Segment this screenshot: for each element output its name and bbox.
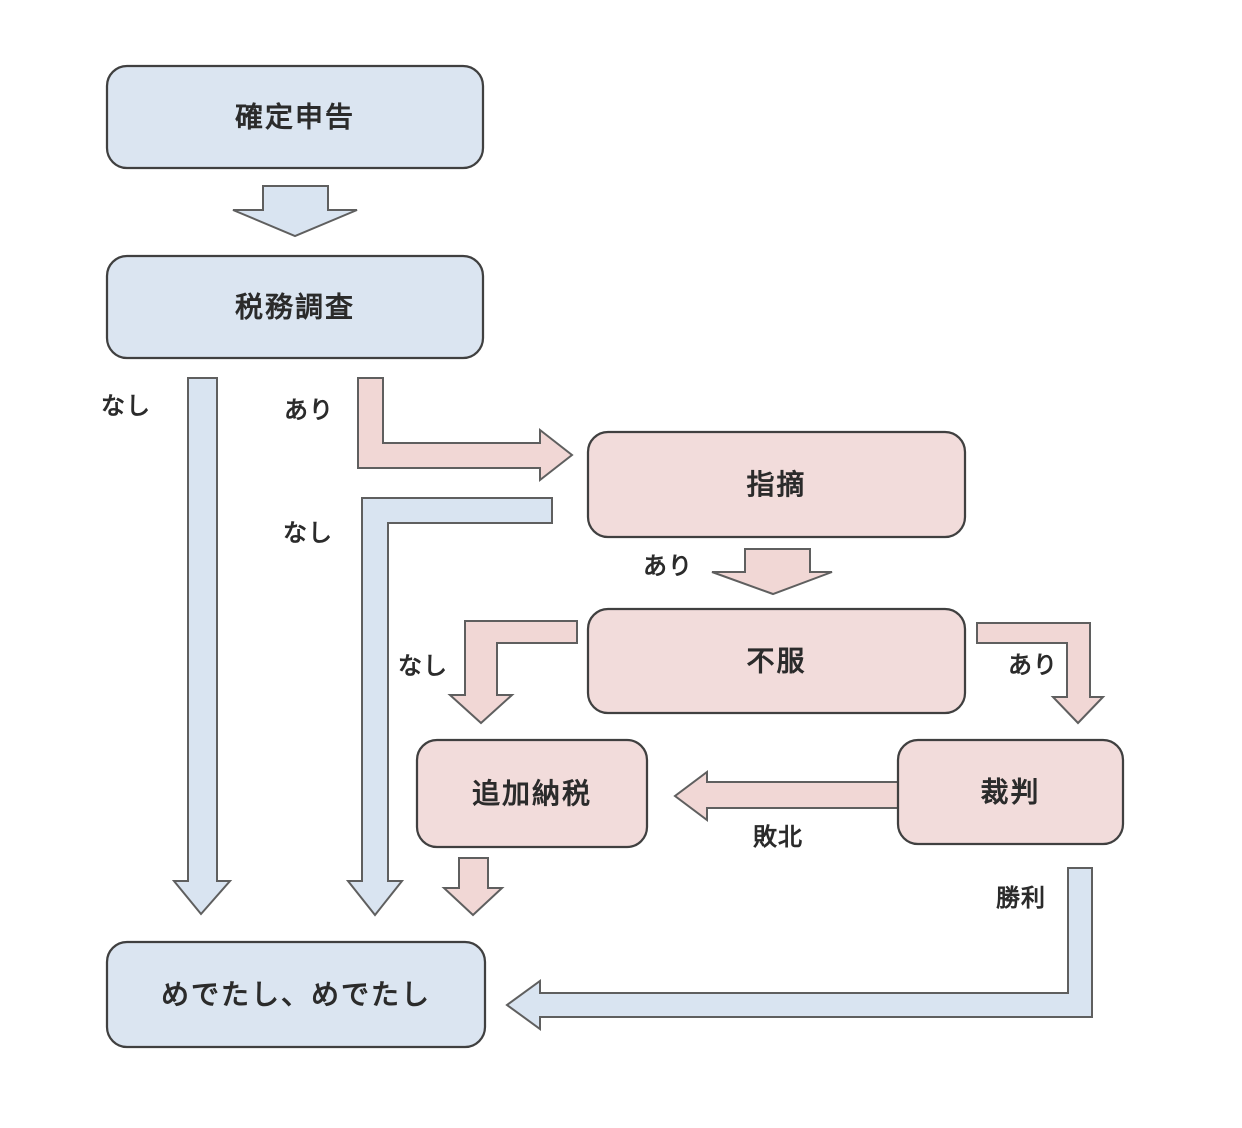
edge-label-nashi-2: なし: [283, 519, 333, 547]
edge-label-shouri: 勝利: [996, 884, 1046, 912]
arrow-saiban-haiboku-to-tsuika-nozei: [673, 770, 899, 822]
node-label-medetashi: めでたし、めでたし: [161, 978, 431, 1011]
node-label-saiban: 裁判: [980, 776, 1040, 809]
edge-label-haiboku: 敗北: [753, 823, 803, 851]
node-tax-audit: 税務調査: [105, 254, 485, 360]
node-box-tax-return: [105, 64, 485, 170]
node-box-saiban: [896, 738, 1125, 846]
node-box-shiteki: [586, 430, 967, 539]
node-tsuika-nozei: 追加納税: [415, 738, 649, 849]
edge-label-nashi-1: なし: [101, 392, 151, 420]
edge-label-ari-2: あり: [643, 552, 693, 580]
node-box-tsuika-nozei: [415, 738, 649, 849]
arrow-tax-audit-ari-to-shiteki: [357, 377, 574, 483]
node-label-tsuika-nozei: 追加納税: [472, 777, 592, 810]
node-label-tax-return: 確定申告: [235, 101, 355, 134]
node-medetashi: めでたし、めでたし: [105, 940, 487, 1049]
arrow-tsuika-nozei-to-medetashi: [441, 857, 505, 917]
node-label-fufuku: 不服: [746, 645, 806, 678]
arrow-tax-return-to-tax-audit: [232, 185, 358, 238]
node-fufuku: 不服: [586, 607, 967, 715]
node-shiteki: 指摘: [586, 430, 967, 539]
edge-label-ari-3: あり: [1008, 651, 1058, 679]
edge-label-nashi-3: なし: [398, 652, 448, 680]
node-box-medetashi: [105, 940, 487, 1049]
node-box-fufuku: [586, 607, 967, 715]
edge-label-ari-1: あり: [284, 396, 334, 424]
arrow-shiteki-nashi-to-medetashi: [345, 497, 553, 917]
arrow-fufuku-nashi-to-tsuika-nozei: [447, 620, 578, 725]
arrow-saiban-shouri-to-medetashi: [505, 867, 1093, 1031]
arrow-shiteki-ari-to-fufuku: [711, 548, 833, 596]
arrow-tax-audit-nashi-to-medetashi: [171, 377, 233, 916]
node-label-tax-audit: 税務調査: [235, 291, 355, 324]
arrow-fufuku-ari-to-saiban: [976, 622, 1106, 725]
node-saiban: 裁判: [896, 738, 1125, 846]
node-label-shiteki: 指摘: [746, 468, 806, 501]
node-box-tax-audit: [105, 254, 485, 360]
node-tax-return: 確定申告: [105, 64, 485, 170]
